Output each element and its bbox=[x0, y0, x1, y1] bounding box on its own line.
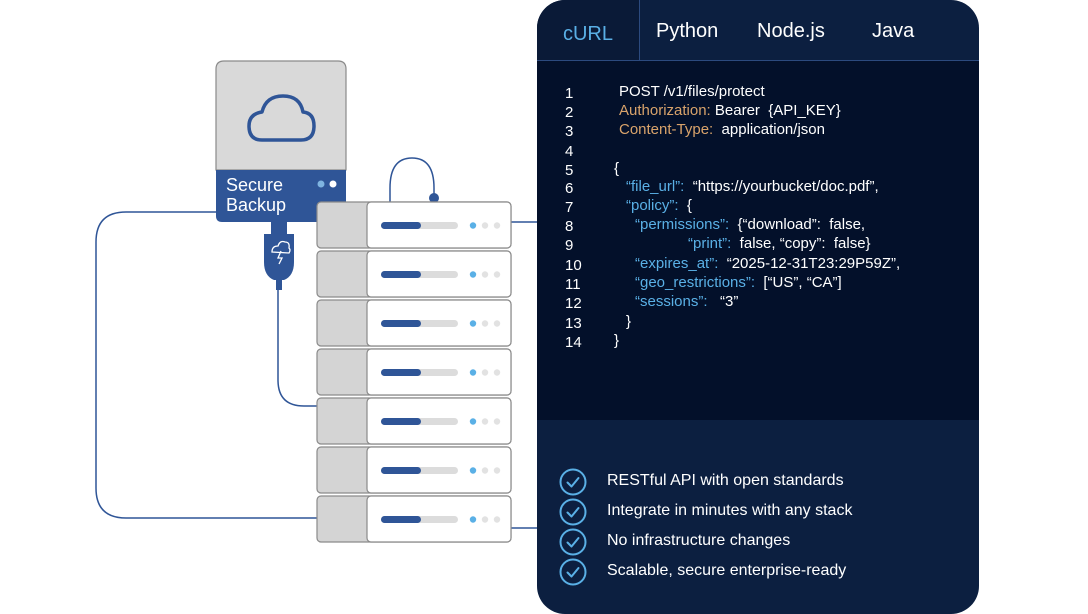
code-key: “policy”: bbox=[626, 197, 679, 214]
usb-plug bbox=[264, 222, 294, 290]
code-line-9: “print”: false, “copy”: false} bbox=[688, 235, 871, 254]
line-number: 8 bbox=[565, 218, 574, 235]
line-number: 4 bbox=[565, 143, 574, 160]
tab-java[interactable]: Java bbox=[872, 20, 915, 42]
code-line-11: “geo_restrictions”: [“US”, “CA”] bbox=[635, 274, 842, 293]
tab-python[interactable]: Python bbox=[656, 20, 719, 42]
line-number: 6 bbox=[565, 180, 574, 197]
backup-label: Secure Backup bbox=[226, 175, 286, 215]
code-card: cURL Python Node.js Java 1 POST /v1/file… bbox=[537, 0, 979, 614]
feature-list: RESTful API with open standards Integrat… bbox=[537, 420, 979, 614]
line-number: 13 bbox=[565, 315, 582, 332]
line-number: 1 bbox=[565, 85, 574, 102]
connector-node bbox=[429, 193, 439, 203]
server-rack bbox=[316, 201, 512, 543]
check-circle-icon bbox=[559, 528, 587, 556]
feature-text: Integrate in minutes with any stack bbox=[607, 502, 853, 519]
code-line-6: “file_url”: “https://yourbucket/doc.pdf”… bbox=[626, 178, 879, 197]
code-key: “expires_at”: bbox=[635, 255, 719, 272]
code-key: “print”: bbox=[688, 235, 732, 252]
tab-nodejs[interactable]: Node.js bbox=[757, 20, 825, 42]
line-number: 5 bbox=[565, 162, 574, 179]
feature-text: No infrastructure changes bbox=[607, 532, 791, 549]
server-unit bbox=[316, 250, 512, 298]
code-block: 1 POST /v1/files/protect 2 Authorization… bbox=[537, 61, 979, 420]
code-header-key: Authorization: bbox=[619, 102, 711, 119]
status-dot bbox=[329, 180, 337, 188]
line-number: 11 bbox=[565, 276, 581, 293]
code-value: false, “copy”: false} bbox=[731, 235, 871, 252]
feature-text: RESTful API with open standards bbox=[607, 472, 844, 489]
server-unit bbox=[316, 495, 512, 543]
code-header-value: application/json bbox=[713, 121, 825, 138]
server-unit bbox=[316, 201, 512, 249]
server-unit bbox=[316, 397, 512, 445]
line-number: 3 bbox=[565, 123, 574, 140]
code-line-5: { bbox=[614, 160, 620, 177]
line-number: 14 bbox=[565, 334, 582, 351]
code-key: “permissions”: bbox=[635, 216, 730, 233]
code-value: “2025-12-31T23:29P59Z”, bbox=[718, 255, 901, 272]
cloud-sync-icon bbox=[271, 240, 291, 254]
code-line-10: “expires_at”: “2025-12-31T23:29P59Z”, bbox=[635, 255, 900, 274]
check-circle-icon bbox=[559, 468, 587, 496]
line-number: 12 bbox=[565, 295, 582, 312]
line-number: 9 bbox=[565, 237, 574, 254]
server-unit bbox=[316, 348, 512, 396]
backup-label-line2: Backup bbox=[226, 195, 287, 215]
code-key: “geo_restrictions”: bbox=[635, 274, 756, 291]
code-header-value: Bearer {API_KEY} bbox=[710, 102, 841, 119]
code-line-14: } bbox=[614, 332, 620, 349]
tab-curl[interactable]: cURL bbox=[537, 0, 640, 60]
feature-text: Scalable, secure enterprise-ready bbox=[607, 562, 847, 579]
language-tabs: cURL Python Node.js Java bbox=[537, 0, 979, 61]
connector-lines bbox=[95, 157, 537, 529]
code-line-12: “sessions”: “3” bbox=[635, 293, 738, 312]
code-value: “3” bbox=[707, 293, 739, 310]
code-line-13: } bbox=[626, 313, 632, 330]
code-line-2: Authorization: Bearer {API_KEY} bbox=[619, 102, 841, 121]
server-illustration bbox=[95, 60, 537, 543]
code-value: {“download”: false, bbox=[729, 216, 866, 233]
server-unit bbox=[316, 446, 512, 494]
code-value: { bbox=[678, 197, 692, 214]
code-value: “https://yourbucket/doc.pdf”, bbox=[684, 178, 879, 195]
server-unit bbox=[316, 299, 512, 347]
line-number: 2 bbox=[565, 104, 574, 121]
backup-label-line1: Secure bbox=[226, 175, 284, 195]
backup-device bbox=[215, 60, 347, 222]
line-number: 10 bbox=[565, 257, 582, 274]
code-line-3: Content-Type: application/json bbox=[619, 121, 825, 140]
check-circle-icon bbox=[559, 498, 587, 526]
cloud-icon bbox=[247, 94, 316, 142]
line-number: 7 bbox=[565, 199, 574, 216]
code-line-7: “policy”: { bbox=[626, 197, 692, 216]
code-line-1: POST /v1/files/protect bbox=[619, 83, 765, 100]
code-key: “file_url”: bbox=[626, 178, 685, 195]
status-dot bbox=[317, 180, 325, 188]
code-value: [“US”, “CA”] bbox=[755, 274, 842, 291]
code-header-key: Content-Type: bbox=[619, 121, 714, 138]
code-line-8: “permissions”: {“download”: false, bbox=[635, 216, 865, 235]
code-key: “sessions”: bbox=[635, 293, 708, 310]
check-circle-icon bbox=[559, 558, 587, 586]
